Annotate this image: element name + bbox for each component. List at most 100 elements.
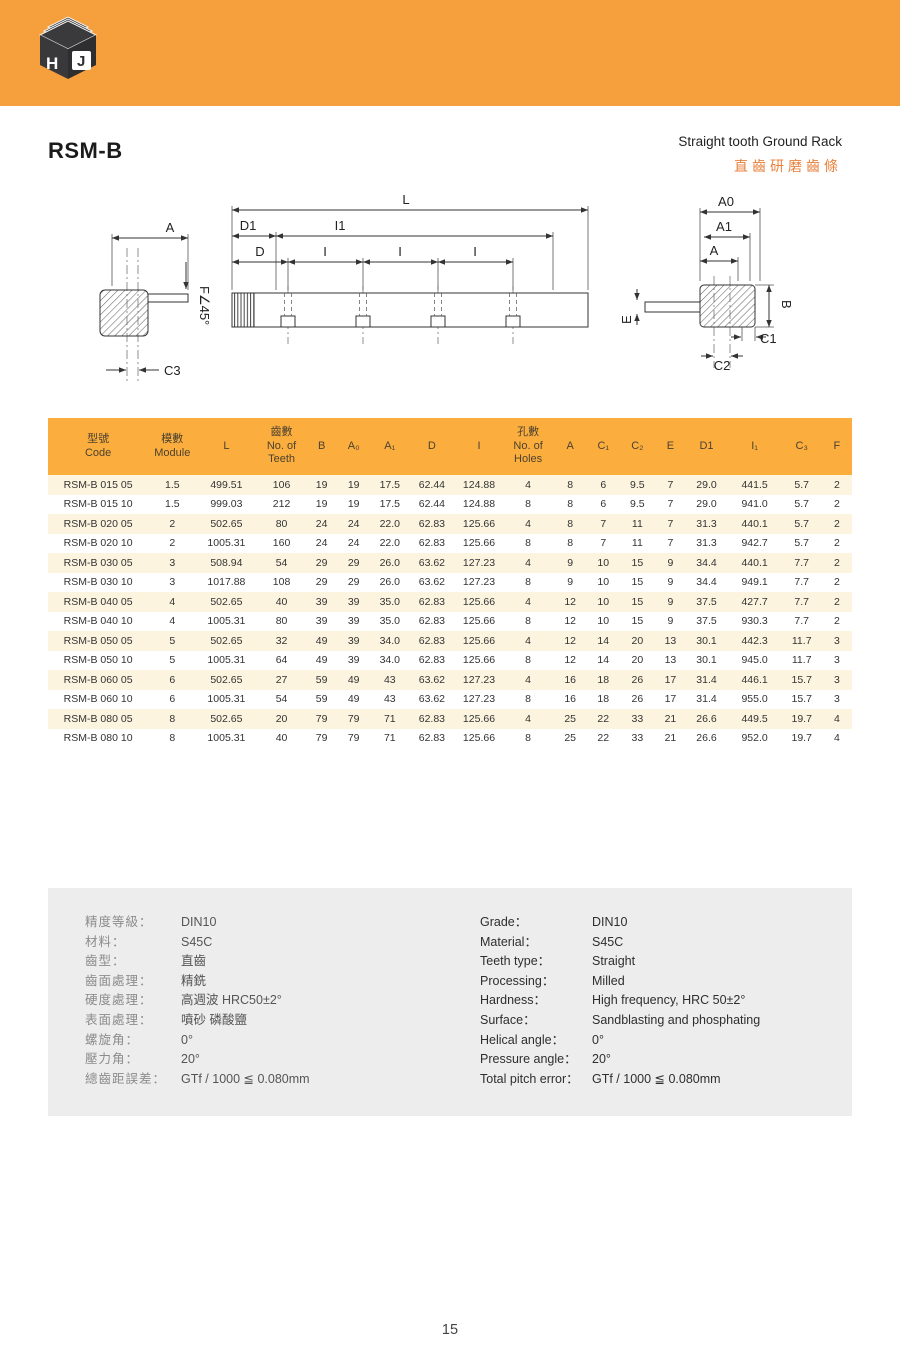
table-cell: 8	[525, 576, 532, 589]
table-cell: 5.7	[794, 478, 810, 491]
table-cell: 17.5	[379, 498, 400, 511]
table-cell: 49	[315, 654, 328, 667]
table-cell: 508.94	[210, 556, 243, 569]
spec-value: 0°	[181, 1032, 193, 1047]
spec-value: Milled	[592, 973, 625, 988]
table-cell: 1005.31	[207, 615, 246, 628]
table-cell: 160	[272, 537, 291, 550]
column-header-b: B	[306, 418, 337, 475]
table-cell: 62.44	[418, 498, 446, 511]
dim-label-c3: C3	[164, 363, 181, 378]
column-header-i: I	[454, 418, 504, 475]
table-cell: 11.7	[791, 654, 812, 667]
table-cell: 14	[597, 654, 610, 667]
table-cell: 9	[567, 556, 574, 569]
spec-row: Pressure angle：20°	[480, 1050, 760, 1070]
table-cell: 26	[631, 693, 644, 706]
table-cell: 18	[597, 673, 610, 686]
table-cell: 80	[275, 615, 288, 628]
spec-value: 0°	[592, 1032, 604, 1047]
table-cell: RSM-B 060 10	[63, 693, 133, 706]
spec-label: Hardness：	[480, 993, 546, 1008]
table-cell: 49	[347, 693, 360, 706]
table-cell: 5.7	[794, 537, 810, 550]
table-cell: 35.0	[379, 595, 400, 608]
spec-value: DIN10	[181, 915, 217, 929]
table-cell: RSM-B 060 05	[63, 673, 133, 686]
table-cell: 4	[525, 556, 532, 569]
table-cell: 7	[667, 498, 674, 511]
table-cell: 63.62	[418, 693, 446, 706]
table-cell: 502.65	[210, 673, 243, 686]
spec-row: 齒型：直齒	[85, 952, 310, 972]
table-cell: 9	[567, 576, 574, 589]
table-cell: 6	[169, 693, 176, 706]
table-cell: 26.6	[696, 732, 717, 745]
table-cell: 6	[600, 498, 607, 511]
table-cell: 19.7	[791, 712, 812, 725]
table-cell: 13	[664, 634, 677, 647]
table-cell: RSM-B 040 05	[63, 595, 133, 608]
table-cell: 26.0	[379, 556, 400, 569]
spec-value: 高週波 HRC50±2°	[181, 993, 282, 1008]
table-cell: 125.66	[462, 712, 496, 725]
table-cell: 125.66	[462, 654, 496, 667]
table-cell: 39	[347, 595, 360, 608]
spec-value: Straight	[592, 954, 636, 969]
table-cell: 7.7	[794, 556, 810, 569]
table-cell: 7.7	[794, 595, 810, 608]
spec-label: 壓力角：	[85, 1052, 140, 1067]
spec-label: 齒面處理：	[85, 973, 153, 988]
table-cell: 10	[597, 556, 610, 569]
dim-label-l: L	[402, 192, 409, 207]
table-cell: 15.7	[791, 673, 812, 686]
table-cell: 502.65	[210, 634, 243, 647]
table-cell: 14	[597, 634, 610, 647]
dim-label-a1: A1	[716, 219, 732, 234]
logo-letter-left: H	[46, 54, 58, 73]
table-cell: 9	[667, 576, 674, 589]
table-cell: 7	[667, 478, 674, 491]
table-cell: 71	[383, 712, 396, 725]
table-cell: RSM-B 015 10	[63, 498, 133, 511]
table-cell: 54	[275, 693, 288, 706]
spec-value: 噴砂 磷酸鹽	[181, 1012, 247, 1027]
table-cell: 6	[600, 478, 607, 491]
table-cell: 24	[315, 517, 328, 530]
table-cell: 449.5	[741, 712, 768, 725]
spec-value: 20°	[181, 1052, 200, 1067]
table-cell: RSM-B 040 10	[63, 615, 133, 628]
table-cell: 8	[567, 498, 574, 511]
table-cell: 33	[631, 712, 644, 725]
spec-value: 精銑	[181, 973, 207, 988]
table-cell: 8	[525, 537, 532, 550]
column-header-i1: I₁	[727, 418, 782, 475]
table-cell: 62.83	[418, 615, 446, 628]
table-cell: 942.7	[741, 537, 768, 550]
table-cell: 3	[169, 576, 176, 589]
spec-label: Pressure angle：	[480, 1052, 577, 1067]
column-header-c3: C₃	[781, 418, 822, 475]
table-cell: 79	[347, 732, 360, 745]
table-cell: 7	[600, 537, 607, 550]
spec-row: Surface：Sandblasting and phosphating	[480, 1011, 760, 1031]
table-cell: 31.3	[696, 517, 717, 530]
table-cell: 4	[525, 634, 532, 647]
table-cell: 37.5	[696, 615, 717, 628]
table-cell: 442.3	[741, 634, 768, 647]
table-cell: 62.83	[418, 634, 446, 647]
table-cell: 35.0	[379, 615, 400, 628]
table-cell: 15	[631, 595, 644, 608]
dim-label-f45: F∠45°	[197, 286, 212, 325]
